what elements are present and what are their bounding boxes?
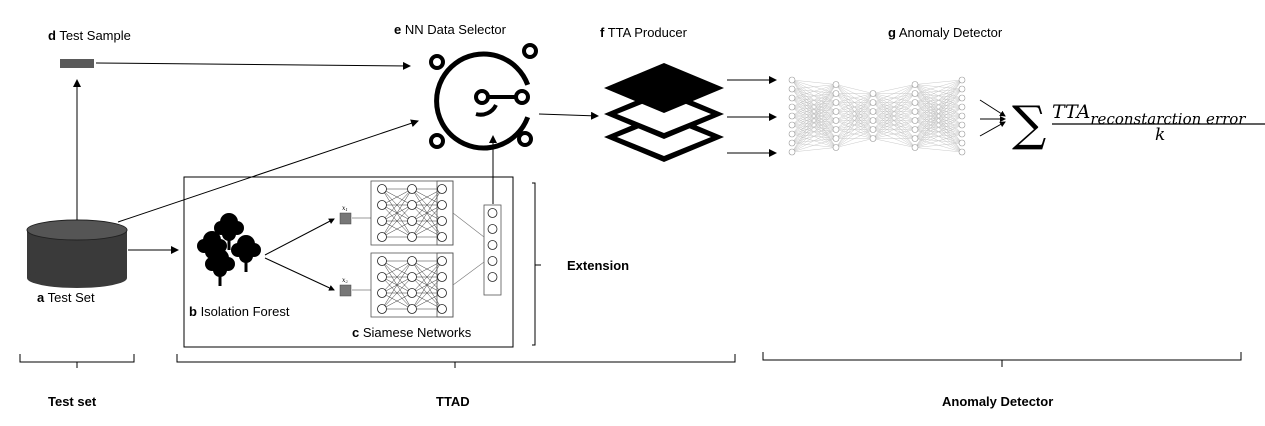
sum-symbol: ∑ <box>1012 96 1046 152</box>
extension-label: Extension <box>567 258 629 273</box>
siamese-input-x2 <box>339 284 352 297</box>
arrow-testset-to-selector <box>117 119 419 223</box>
reconstruction-error-formula: ∑ TTAreconstarction error k <box>1012 96 1265 152</box>
nn-data-selector-icon <box>429 43 538 151</box>
formula-denominator: k <box>1155 125 1165 145</box>
isolation-forest-label: b Isolation Forest <box>189 304 290 319</box>
anomaly-detector-label: g Anomaly Detector <box>888 25 1003 40</box>
test-set-database-icon <box>26 219 128 288</box>
group-label-anomaly-detector: Anomaly Detector <box>942 394 1053 409</box>
siamese-networks-label: c Siamese Networks <box>352 325 472 340</box>
group-label-test-set: Test set <box>48 394 97 409</box>
siamese-merge-layer <box>452 204 502 296</box>
autoencoder-network <box>788 76 966 156</box>
siamese-input-x1 <box>339 212 352 225</box>
siamese-input-x2-label: x2 <box>342 277 348 284</box>
tta-layers-icon <box>604 63 724 162</box>
arrow-selector-to-tta <box>538 111 599 120</box>
brace-test-set <box>19 354 135 368</box>
brace-ttad <box>176 354 736 368</box>
siamese-network-top <box>352 180 454 291</box>
tta-producer-label: f TTA Producer <box>600 25 688 40</box>
arrow-sample-to-selector <box>95 61 411 70</box>
nn-selector-label: e NN Data Selector <box>394 22 507 37</box>
siamese-input-x1-label: x1 <box>342 205 348 212</box>
test-sample-label: d Test Sample <box>48 28 131 43</box>
extension-box <box>183 176 514 348</box>
extension-bracket <box>532 182 536 346</box>
group-label-ttad: TTAD <box>436 394 470 409</box>
brace-anomaly-detector <box>762 352 1242 367</box>
test-sample-bar <box>60 59 94 68</box>
test-set-label: a Test Set <box>37 290 95 305</box>
siamese-network-bottom <box>370 252 454 318</box>
tree-icon <box>197 213 261 286</box>
